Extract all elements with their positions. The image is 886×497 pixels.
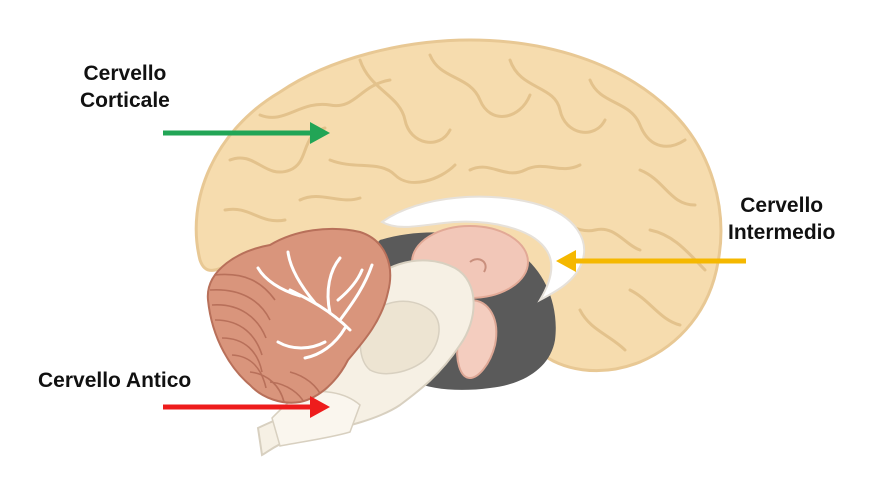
label-cortical-line1: Cervello: [83, 62, 167, 85]
arrow-intermediate: [556, 250, 746, 272]
thalamus-detail: [469, 258, 487, 273]
cortex-folds: [223, 53, 707, 352]
arrow-intermediate-head: [556, 250, 576, 272]
brainstem-shading: [359, 300, 440, 375]
label-intermediate-line1: Cervello: [740, 194, 824, 217]
corpus-callosum: [380, 195, 586, 303]
label-cortical-line2: Corticale: [80, 89, 170, 112]
label-cervello-intermedio: Cervello Intermedio: [728, 192, 835, 246]
label-ancient-text: Cervello Antico: [38, 369, 192, 392]
cerebellum-outline: [206, 227, 392, 404]
cerebellum: [206, 227, 392, 404]
label-intermediate-line2: Intermedio: [728, 221, 836, 244]
label-cervello-antico: Cervello Antico: [38, 367, 191, 394]
arrow-ancient: [163, 396, 330, 418]
arrow-ancient-head: [310, 396, 330, 418]
label-cervello-corticale: Cervello Corticale: [80, 60, 170, 114]
arrow-cortical-head: [310, 122, 330, 144]
arrow-cortical: [163, 122, 330, 144]
arbor-vitae: [256, 250, 374, 360]
